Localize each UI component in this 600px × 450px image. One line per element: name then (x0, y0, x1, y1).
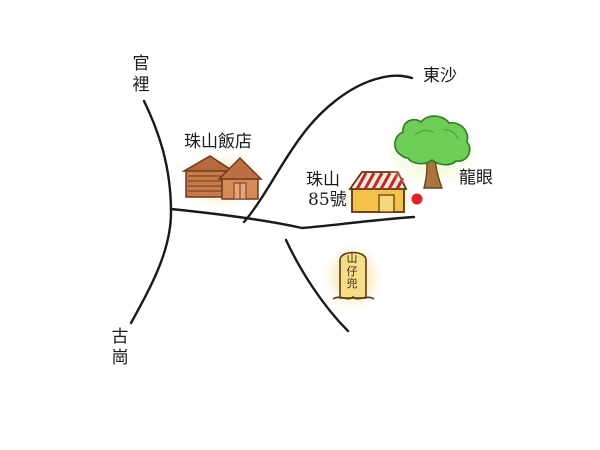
longan-tree-icon (380, 108, 484, 192)
road-guanli-gugang (129, 99, 173, 325)
place-label-zhushan: 珠山 (306, 170, 340, 190)
stone-tablet-icon (323, 243, 383, 311)
road-main-east (169, 207, 416, 230)
place-label-house-number: 85號 (308, 190, 347, 210)
road-shanzaidou (284, 238, 350, 333)
place-label-hotel: 珠山飯店 (184, 132, 252, 152)
place-label-dongsha: 東沙 (423, 66, 457, 86)
place-label-shrine: 山仔兜 (346, 252, 358, 290)
road-hotel-branch (242, 74, 414, 224)
place-label-guanli: 官裡 (132, 54, 150, 95)
log-cabin-icon (179, 153, 263, 209)
location-dot-icon (411, 193, 423, 205)
road-network (129, 74, 416, 333)
place-label-longyan: 龍眼 (459, 168, 493, 188)
place-label-gugang: 古崗 (111, 327, 129, 368)
striped-awning-house-icon (342, 171, 418, 220)
